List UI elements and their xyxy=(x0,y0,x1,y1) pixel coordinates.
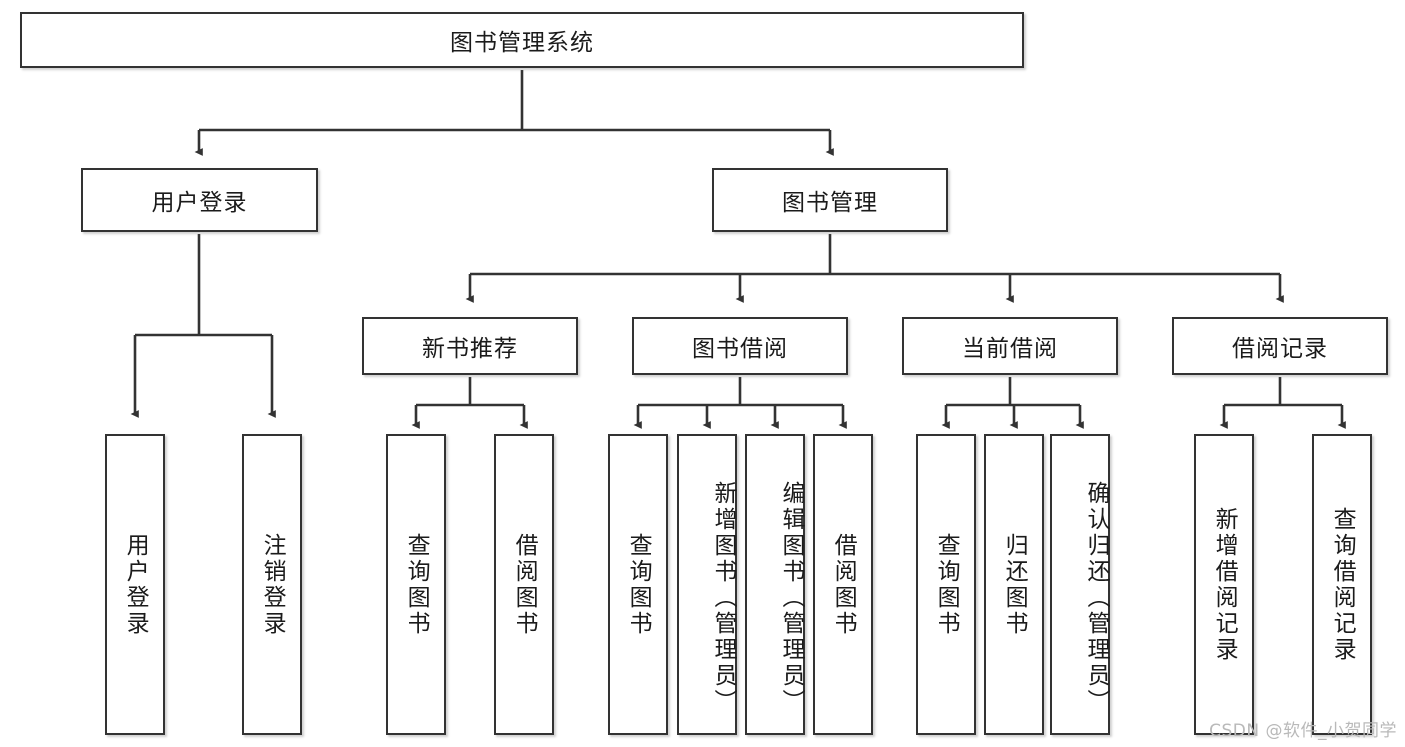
node-book-borrow[interactable]: 图书借阅 xyxy=(632,317,848,375)
node-leaf-query-book-1[interactable]: 查询图书 xyxy=(386,434,446,735)
node-leaf-logout[interactable]: 注销登录 xyxy=(242,434,302,735)
node-book-borrow-label: 图书借阅 xyxy=(692,336,788,362)
node-borrow-record[interactable]: 借阅记录 xyxy=(1172,317,1388,375)
node-leaf-query-book-3[interactable]: 查询图书 xyxy=(916,434,976,735)
node-leaf-user-login[interactable]: 用户登录 xyxy=(105,434,165,735)
node-leaf-borrow-book-2-label: 借阅图书 xyxy=(830,532,857,637)
node-leaf-borrow-book-1-label: 借阅图书 xyxy=(511,532,538,637)
node-root-label: 图书管理系统 xyxy=(450,30,594,56)
node-leaf-return-book-label: 归还图书 xyxy=(1001,532,1028,637)
node-leaf-query-book-3-label: 查询图书 xyxy=(933,532,960,637)
node-leaf-query-record[interactable]: 查询借阅记录 xyxy=(1312,434,1372,735)
node-leaf-confirm-return[interactable]: 确认归还（管理员） xyxy=(1050,434,1110,735)
node-book-manage-label: 图书管理 xyxy=(782,190,878,216)
node-new-book-recommend[interactable]: 新书推荐 xyxy=(362,317,578,375)
node-leaf-add-book-label: 新增图书（管理员） xyxy=(710,480,736,715)
node-leaf-confirm-return-label: 确认归还（管理员） xyxy=(1083,480,1109,715)
node-user-login-label: 用户登录 xyxy=(151,190,248,216)
node-new-book-recommend-label: 新书推荐 xyxy=(422,336,518,362)
node-root[interactable]: 图书管理系统 xyxy=(20,12,1024,68)
node-leaf-query-book-1-label: 查询图书 xyxy=(403,532,430,637)
node-current-borrow[interactable]: 当前借阅 xyxy=(902,317,1118,375)
node-leaf-return-book[interactable]: 归还图书 xyxy=(984,434,1044,735)
node-leaf-query-book-2-label: 查询图书 xyxy=(625,532,652,637)
node-current-borrow-label: 当前借阅 xyxy=(962,336,1058,362)
node-leaf-add-record-label: 新增借阅记录 xyxy=(1211,506,1238,663)
node-leaf-user-login-label: 用户登录 xyxy=(122,532,149,637)
node-leaf-borrow-book-2[interactable]: 借阅图书 xyxy=(813,434,873,735)
node-leaf-add-record[interactable]: 新增借阅记录 xyxy=(1194,434,1254,735)
watermark-text: CSDN @软件_小贺同学 xyxy=(1209,721,1397,741)
node-leaf-query-book-2[interactable]: 查询图书 xyxy=(608,434,668,735)
node-leaf-borrow-book-1[interactable]: 借阅图书 xyxy=(494,434,554,735)
node-user-login[interactable]: 用户登录 xyxy=(81,168,318,232)
node-leaf-edit-book[interactable]: 编辑图书（管理员） xyxy=(745,434,805,735)
node-leaf-logout-label: 注销登录 xyxy=(259,532,286,637)
node-book-manage[interactable]: 图书管理 xyxy=(712,168,948,232)
node-leaf-query-record-label: 查询借阅记录 xyxy=(1329,506,1356,663)
node-borrow-record-label: 借阅记录 xyxy=(1232,336,1328,362)
node-leaf-edit-book-label: 编辑图书（管理员） xyxy=(778,480,804,715)
node-leaf-add-book[interactable]: 新增图书（管理员） xyxy=(677,434,737,735)
